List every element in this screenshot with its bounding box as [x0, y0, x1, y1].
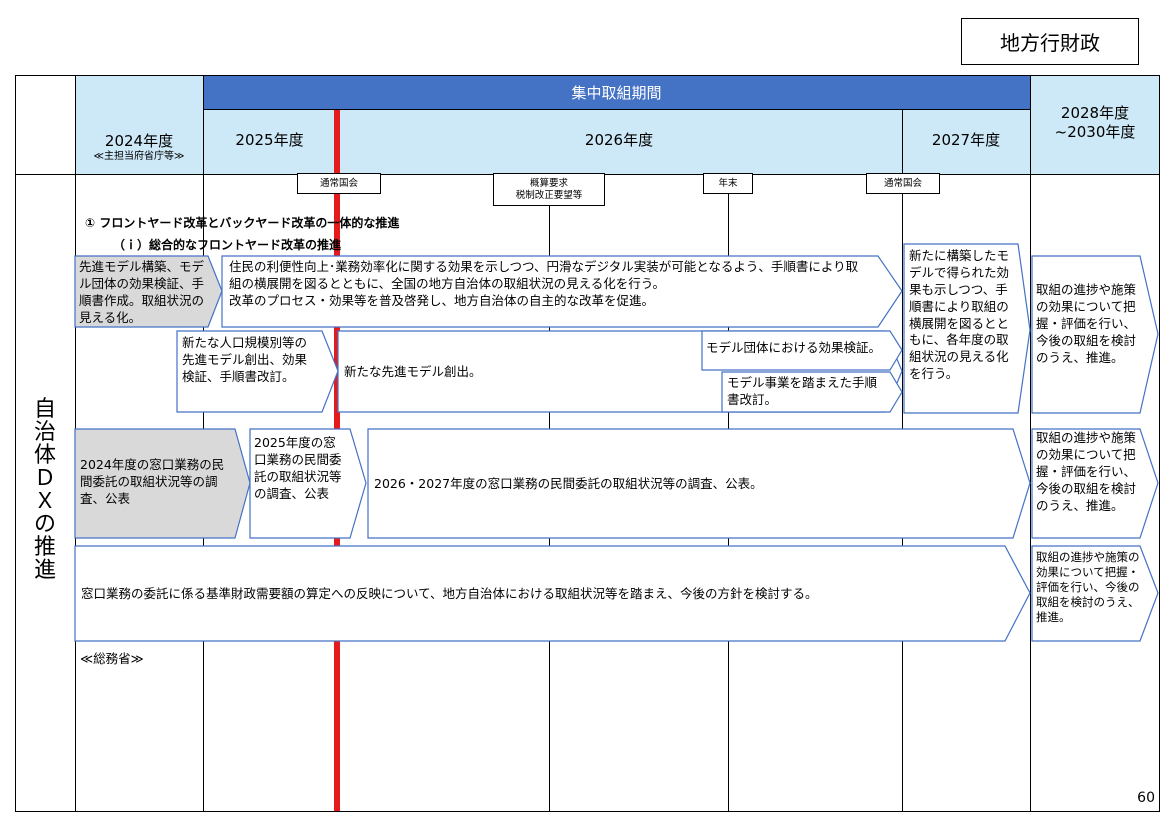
r3-main-text: 2026・2027年度の窓口業務の民間委託の取組状況等の調査、公表。: [374, 476, 763, 491]
arrow-r4-2028: [1031, 545, 1159, 642]
arrow-r3-main: [367, 428, 1031, 539]
r1-2024-text: 先進モデル構築、モデル団体の効果検証、手順書作成。取組状況の見える化。: [79, 259, 205, 325]
roadmap-frame: [15, 75, 1160, 812]
side-label: 自 治 体 Ｄ Ｘ の 推 進: [16, 360, 74, 620]
r4-2028-text: 取組の進捗や施策の効果について把握・評価を行い、今後の取組を検討のうえ、推進。: [1036, 550, 1140, 624]
event-year-end: 年末: [703, 173, 753, 194]
arrow-r1-main: [221, 255, 903, 328]
side-char: 進: [33, 558, 56, 584]
page-number: 60: [1137, 790, 1155, 806]
r1-2028-text: 取組の進捗や施策の効果について把握・評価を行い、今後の取組を検討のうえ、推進。: [1036, 282, 1137, 365]
arrow-r2-manual: [721, 371, 903, 413]
category-badge: 地方行財政: [961, 18, 1139, 65]
side-char: の: [33, 512, 56, 538]
side-char: 自: [33, 396, 56, 422]
header-2028-bg: [1031, 76, 1159, 174]
side-char: Ｘ: [33, 489, 56, 514]
subsection-title: （ｉ）総合的なフロントヤード改革の推進: [113, 238, 342, 252]
section-title: ① フロントヤード改革とバックヤード改革の一体的な推進: [85, 216, 400, 230]
arrow-r3-2028: [1031, 428, 1159, 539]
side-char: 治: [33, 419, 56, 445]
side-char: Ｄ: [33, 465, 56, 491]
arrow-r4-main: [74, 545, 1031, 642]
year-2024-sub: ≪主担当府省庁等≫: [93, 150, 185, 162]
year-2027: 2027年度: [931, 130, 1001, 149]
ministry-label: ≪総務省≫: [80, 651, 144, 666]
grid-col-6: [1030, 76, 1031, 811]
year-2024: 2024年度 ≪主担当府省庁等≫: [75, 125, 203, 170]
r3-2025-text: 2025年度の窓口業務の民間委託の取組状況等の調査、公表: [254, 435, 342, 501]
r3-2028-text: 取組の進捗や施策の効果について把握・評価を行い、今後の取組を検討のうえ、推進。: [1036, 430, 1137, 513]
r2-manual-text: モデル事業を踏まえた手順書改訂。: [727, 375, 878, 407]
arrow-r3-2024: [74, 428, 251, 539]
arrow-r3-2025: [249, 428, 367, 539]
focus-bottom-line: [203, 109, 1030, 110]
arrow-r2-effect: [701, 330, 903, 371]
r2-effect-text: モデル団体における効果検証。: [706, 340, 882, 355]
year-2028: 2028年度 ~2030年度: [1054, 103, 1136, 141]
r3-2024-text: 2024年度の窓口業務の民間委託の取組状況等の調査、公表: [80, 457, 225, 506]
side-char: 推: [33, 535, 56, 561]
year-2026: 2026年度: [584, 130, 654, 149]
event-budget-request: 概算要求 税制改正要望等: [493, 173, 605, 206]
event-ordinary-diet-1: 通常国会: [297, 173, 381, 194]
header-years-bg: [203, 110, 1030, 174]
arrow-r1-2028: [1031, 255, 1159, 414]
arrow-r2-2025: [176, 330, 339, 413]
r2-main-text: 新たな先進モデル創出。: [344, 364, 482, 379]
header-2024-bg: [75, 76, 203, 174]
focus-period-header: 集中取組期間: [203, 76, 1030, 109]
r1-main-text: 住民の利便性向上･業務効率化に関する効果を示しつつ、円滑なデジタル実装が可能とな…: [229, 259, 859, 308]
event-ordinary-diet-2: 通常国会: [866, 173, 940, 194]
year-2024-label: 2024年度: [104, 131, 174, 150]
year-2025: 2025年度: [235, 130, 304, 149]
r2-2025-text: 新たな人口規模別等の先進モデル創出、効果検証、手順書改訂。: [182, 335, 308, 384]
arrow-r1-2027: [903, 243, 1031, 414]
r1-2027-text: 新たに構築したモデルで得られた効果も示しつつ、手順書により取組の横展開を図るとと…: [909, 248, 1010, 382]
arrow-r1-2024: [74, 255, 223, 328]
r4-main-text: 窓口業務の委託に係る基準財政需要額の算定への反映について、地方自治体における取組…: [81, 586, 818, 601]
side-char: 体: [33, 442, 56, 468]
